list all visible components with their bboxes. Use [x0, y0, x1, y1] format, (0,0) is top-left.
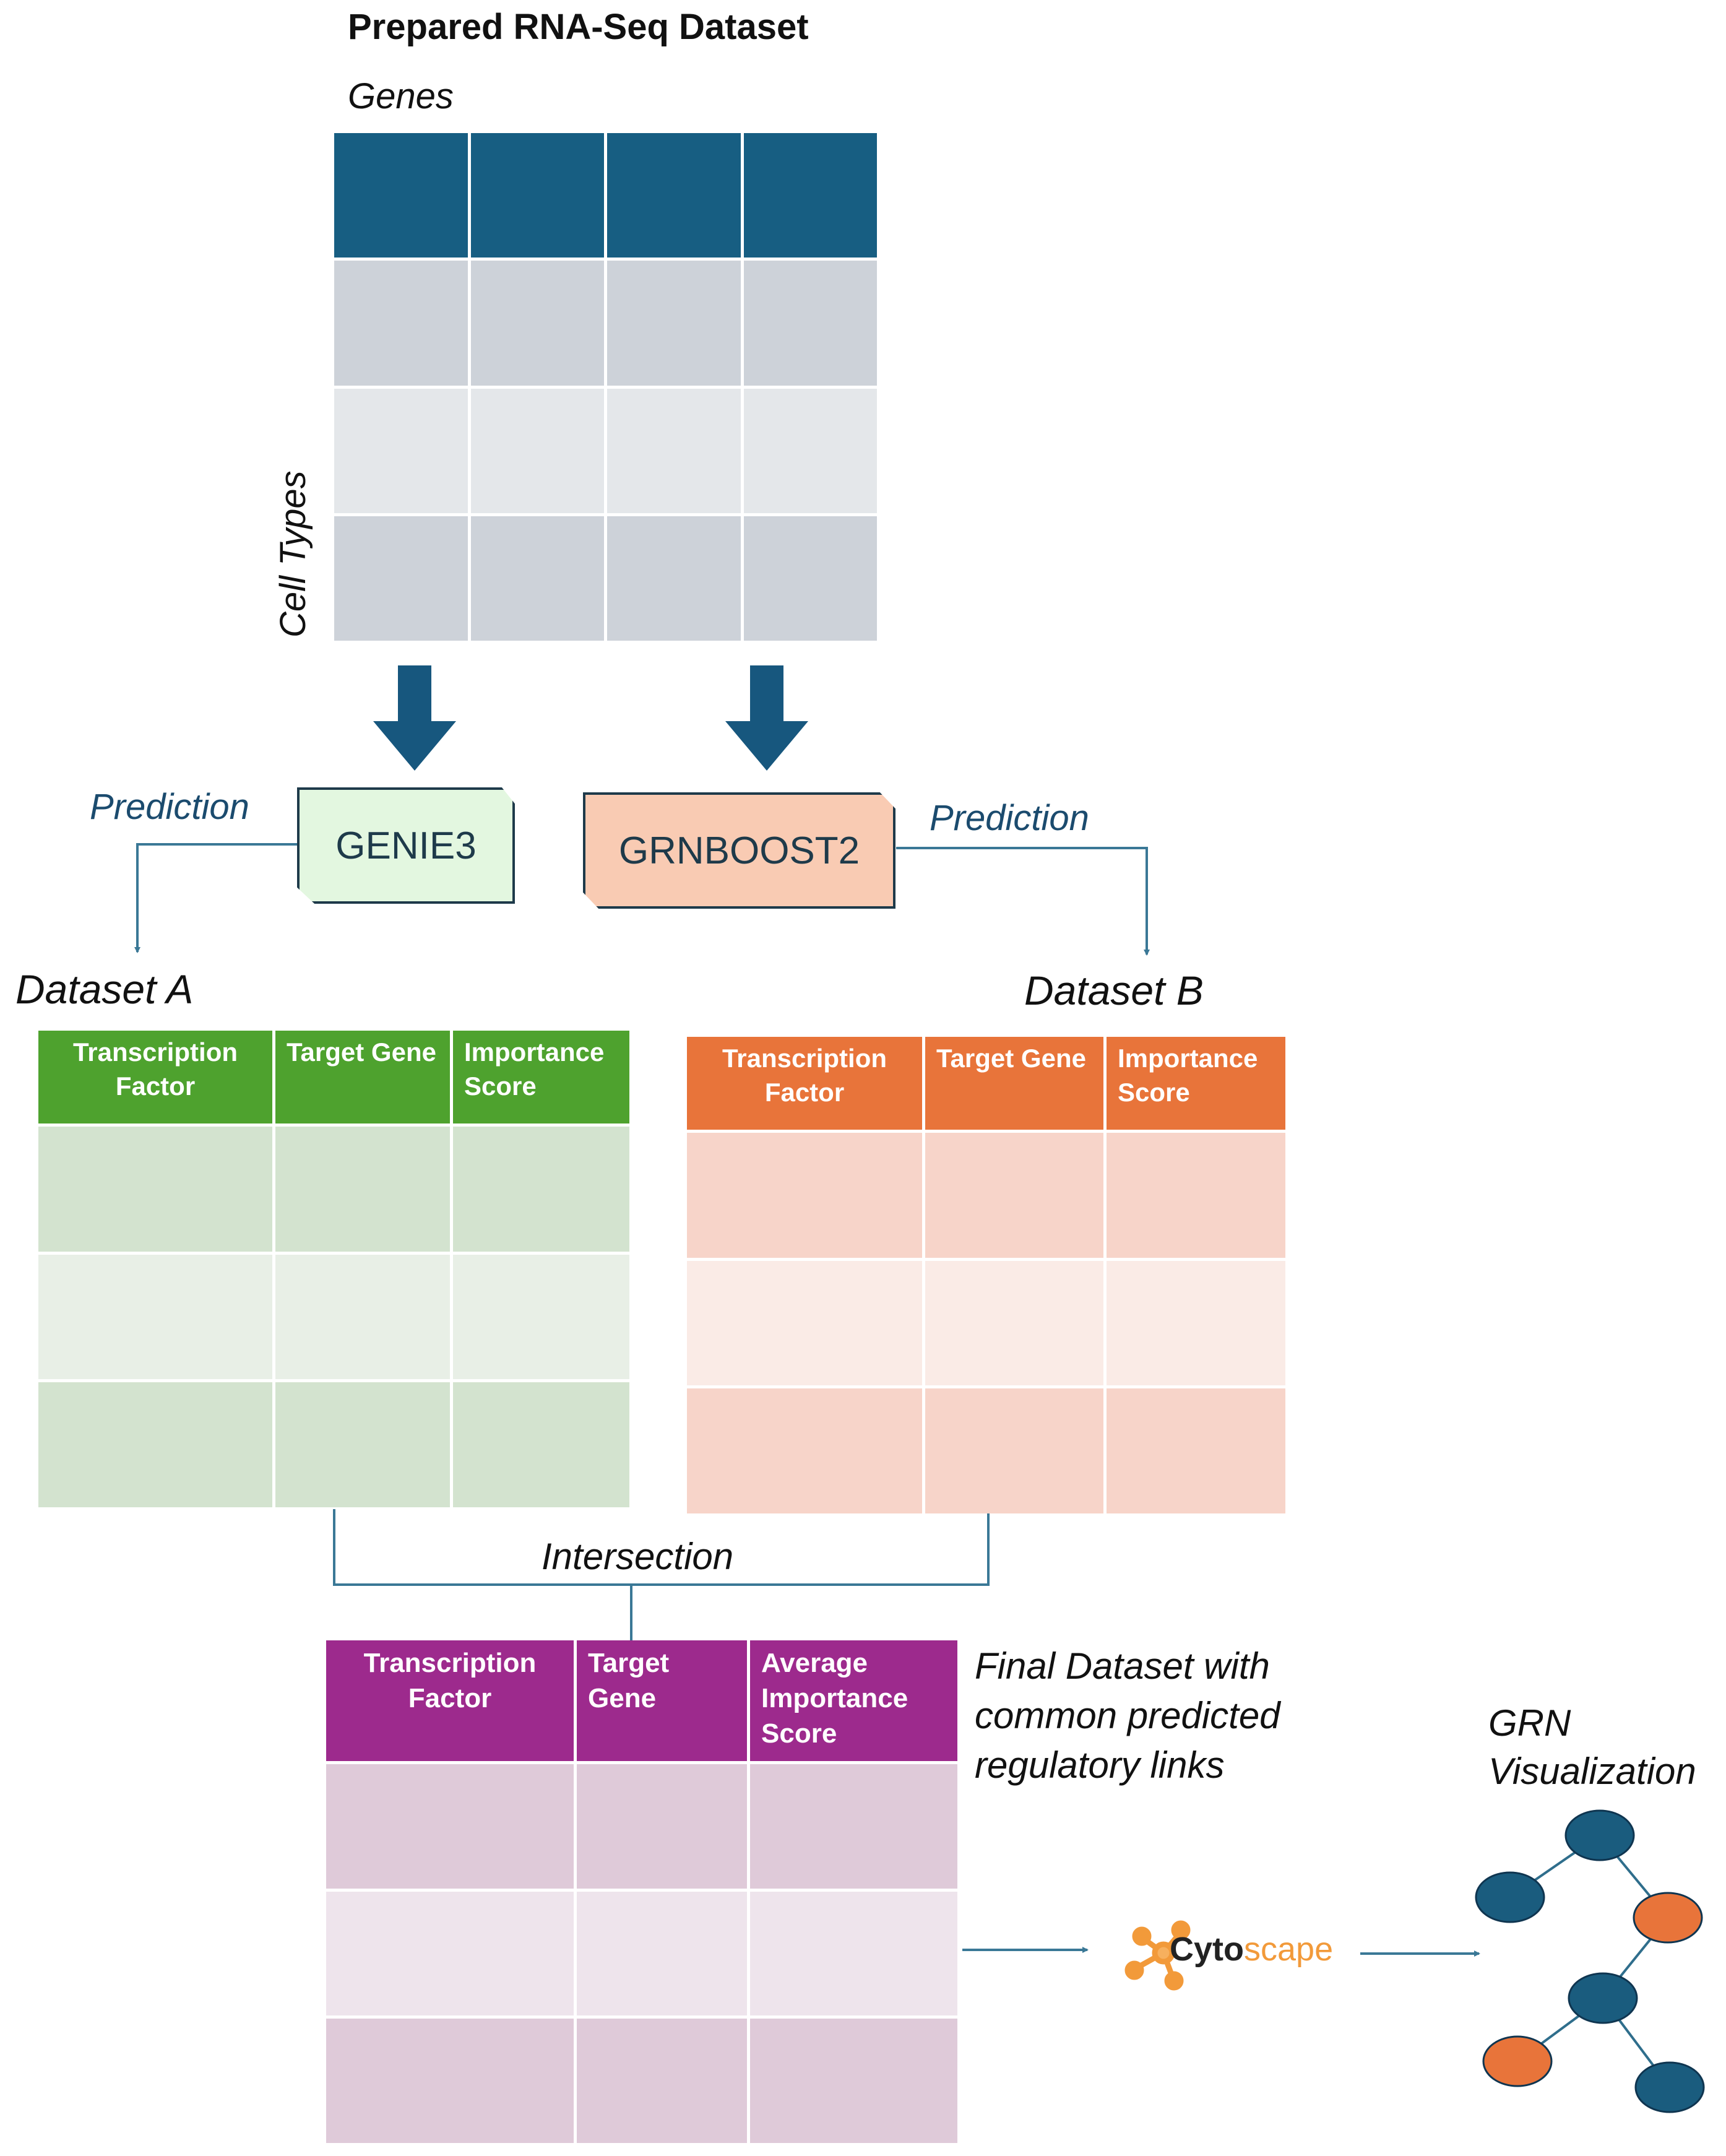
table-cell: [326, 1764, 574, 1889]
grn-node: [1475, 1871, 1545, 1923]
table-cell: [453, 1254, 629, 1380]
intersection-bracket: [333, 1509, 990, 1586]
genie3-to-dataset-a-line: [134, 843, 297, 953]
dataset-a-header-target: Target Gene: [275, 1031, 450, 1123]
final-dataset-table: Transcription Factor Target Gene Average…: [326, 1640, 957, 2143]
matrix-cell: [470, 388, 604, 513]
matrix-header-cell: [334, 133, 468, 258]
input-to-grnboost2-arrow: [725, 665, 808, 771]
table-cell: [275, 1382, 450, 1507]
cytoscape-wordmark-a: Cyto: [1170, 1931, 1244, 1968]
grn-title-line: Visualization: [1488, 1751, 1696, 1792]
table-cell: [38, 1127, 272, 1252]
caption-line: Final Dataset with: [975, 1645, 1270, 1687]
table-cell: [1107, 1133, 1285, 1258]
table-cell: [750, 2019, 957, 2143]
final-header-score: Average Importance Score: [750, 1640, 957, 1761]
grn-node: [1633, 1892, 1703, 1944]
caption-line: regulatory links: [975, 1744, 1225, 1786]
table-cell: [326, 2019, 574, 2143]
matrix-cell: [743, 261, 877, 386]
genie3-box: GENIE3: [297, 787, 515, 904]
table-cell: [38, 1382, 272, 1507]
prediction-label-left: Prediction: [90, 787, 249, 827]
input-title: Prepared RNA-Seq Dataset: [348, 7, 809, 47]
grn-title-line: GRN: [1488, 1702, 1571, 1744]
dataset-a-header-score: Importance Score: [453, 1031, 629, 1123]
matrix-cell: [607, 388, 741, 513]
table-cell: [326, 1891, 574, 2016]
matrix-header-cell: [743, 133, 877, 258]
matrix-cell: [334, 261, 468, 386]
grn-node: [1482, 2035, 1553, 2087]
table-cell: [750, 1891, 957, 2016]
final-dataset-caption: Final Dataset with common predicted regu…: [975, 1642, 1280, 1790]
dataset-a-header-tf: Transcription Factor: [38, 1031, 272, 1123]
grnboost2-box: GRNBOOST2: [583, 792, 895, 909]
dataset-b-title: Dataset B: [1024, 968, 1204, 1013]
grn-visualization-title: GRN Visualization: [1488, 1699, 1696, 1796]
table-cell: [687, 1260, 922, 1386]
table-cell: [577, 1891, 747, 2016]
table-cell: [925, 1260, 1103, 1386]
table-cell: [750, 1764, 957, 1889]
grn-network-graph: [1475, 1809, 1705, 2113]
final-header-tf: Transcription Factor: [326, 1640, 574, 1761]
grn-node: [1634, 2061, 1705, 2113]
matrix-cell: [334, 516, 468, 641]
table-cell: [925, 1133, 1103, 1258]
dataset-b-header-tf: Transcription Factor: [687, 1037, 922, 1130]
matrix-cell: [334, 388, 468, 513]
intersection-label: Intersection: [542, 1536, 734, 1577]
matrix-header-cell: [607, 133, 741, 258]
table-cell: [275, 1254, 450, 1380]
table-cell: [1107, 1388, 1285, 1513]
matrix-cell: [743, 516, 877, 641]
table-cell: [453, 1382, 629, 1507]
dataset-a-title: Dataset A: [15, 966, 194, 1012]
table-cell: [577, 2019, 747, 2143]
matrix-header-cell: [470, 133, 604, 258]
table-cell: [38, 1254, 272, 1380]
matrix-cell: [470, 261, 604, 386]
dataset-b-table: Transcription Factor Target Gene Importa…: [687, 1037, 1285, 1513]
table-cell: [577, 1764, 747, 1889]
matrix-cell: [607, 516, 741, 641]
caption-line: common predicted: [975, 1695, 1280, 1736]
cell-types-label: Cell Types: [273, 470, 313, 638]
cytoscape-wordmark-b: scape: [1244, 1931, 1334, 1968]
table-cell: [687, 1133, 922, 1258]
dataset-b-header-score: Importance Score: [1107, 1037, 1285, 1130]
matrix-cell: [743, 388, 877, 513]
genie3-label: GENIE3: [335, 824, 477, 867]
genes-label: Genes: [348, 76, 454, 116]
table-cell: [275, 1127, 450, 1252]
dataset-a-table: Transcription Factor Target Gene Importa…: [38, 1031, 629, 1507]
grnboost2-to-dataset-b-line: [896, 847, 1150, 956]
cytoscape-wordmark: Cytoscape: [1170, 1930, 1333, 1968]
grn-node: [1568, 1972, 1638, 2024]
input-to-genie3-arrow: [373, 665, 456, 771]
table-cell: [453, 1127, 629, 1252]
cytoscape-logo-icon: [1124, 1920, 1191, 1991]
final-header-target: Target Gene: [577, 1640, 747, 1761]
table-cell: [1107, 1260, 1285, 1386]
input-matrix: [334, 133, 877, 641]
matrix-cell: [470, 516, 604, 641]
prediction-label-right: Prediction: [930, 798, 1089, 838]
table-cell: [925, 1388, 1103, 1513]
grnboost2-label: GRNBOOST2: [618, 829, 860, 872]
dataset-b-header-target: Target Gene: [925, 1037, 1103, 1130]
matrix-cell: [607, 261, 741, 386]
grn-node: [1564, 1809, 1635, 1861]
table-cell: [687, 1388, 922, 1513]
